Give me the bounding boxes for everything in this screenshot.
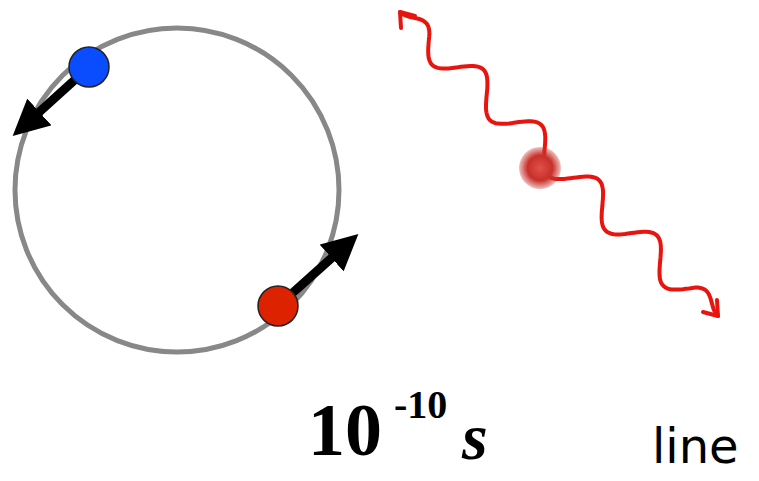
time-unit: s	[462, 404, 488, 470]
time-value: 10	[308, 393, 382, 467]
wave-arrowhead	[703, 300, 718, 316]
decaying-particle	[519, 147, 561, 189]
exponent: -10	[394, 385, 447, 425]
note-text: line	[652, 422, 739, 470]
wave-arrowhead	[400, 12, 415, 28]
red-particle	[258, 286, 298, 326]
orbit-circle	[15, 28, 339, 352]
photon-wave	[400, 12, 718, 316]
blue-particle	[69, 47, 109, 87]
